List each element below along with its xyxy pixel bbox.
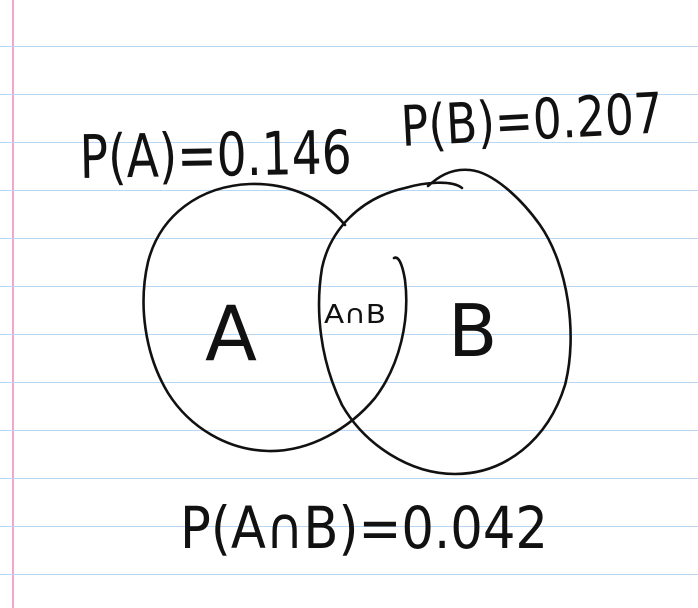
set-b-label: B [448, 289, 497, 373]
notebook-rule-line [0, 142, 698, 143]
notebook-rule-line [0, 334, 698, 335]
notebook-rule-line [0, 526, 698, 527]
set-a-label: A [205, 289, 257, 378]
set-b-circle [317, 168, 572, 476]
set-a-circle [142, 182, 408, 453]
intersection-label: A∩B [324, 300, 386, 330]
notebook-rule-line [0, 190, 698, 191]
p-a-label: P(A)=0.146 [79, 118, 352, 193]
notebook-rule-line [0, 478, 698, 479]
p-a-and-b-label: P(A∩B)=0.042 [180, 494, 548, 562]
notebook-rule-line [0, 286, 698, 287]
notebook-rule-line [0, 382, 698, 383]
notebook-rule-line [0, 46, 698, 47]
notebook-rule-line [0, 430, 698, 431]
notebook-margin-line [12, 0, 14, 608]
notebook-rule-line [0, 574, 698, 575]
p-b-label: P(B)=0.207 [399, 81, 664, 160]
notebook-rule-line [0, 94, 698, 95]
notebook-rule-line [0, 238, 698, 239]
